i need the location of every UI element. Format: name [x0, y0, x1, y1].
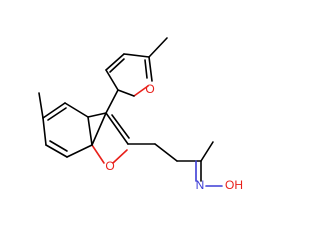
atom-label-nitrogen: N: [196, 178, 205, 192]
structure-svg: O O N OH: [38, 37, 243, 192]
bond: [91, 112, 107, 146]
bond: [111, 114, 130, 139]
bond: [105, 112, 129, 145]
bond: [45, 144, 68, 158]
bond: [105, 69, 119, 91]
bond: [66, 144, 93, 158]
bond: [87, 112, 107, 118]
bond: [91, 144, 105, 164]
atom-label-oxygen: O: [105, 159, 114, 173]
bond: [112, 149, 128, 164]
bond: [87, 116, 93, 146]
bond: [42, 117, 47, 146]
bond: [133, 85, 149, 97]
bond: [105, 89, 119, 114]
bond: [123, 53, 150, 58]
bond: [117, 89, 135, 97]
side-chain: [127, 141, 223, 187]
bond: [42, 102, 66, 119]
methylfuran-ring: [105, 37, 168, 97]
methyl-bond: [148, 37, 168, 58]
bond: [105, 53, 125, 71]
bond: [154, 143, 178, 162]
bond: [148, 56, 153, 82]
bond: [47, 107, 67, 121]
atom-label-hydroxyl: OH: [225, 178, 243, 192]
bond: [144, 59, 148, 79]
methyl-bond: [38, 92, 44, 119]
methyl-bond: [200, 141, 214, 162]
benzofuran-ring: [38, 89, 130, 164]
bond: [64, 102, 89, 118]
atom-label-oxygen: O: [145, 82, 154, 96]
molecule-diagram: O O N OH: [38, 37, 243, 193]
bond: [109, 58, 125, 73]
bond: [49, 140, 68, 152]
